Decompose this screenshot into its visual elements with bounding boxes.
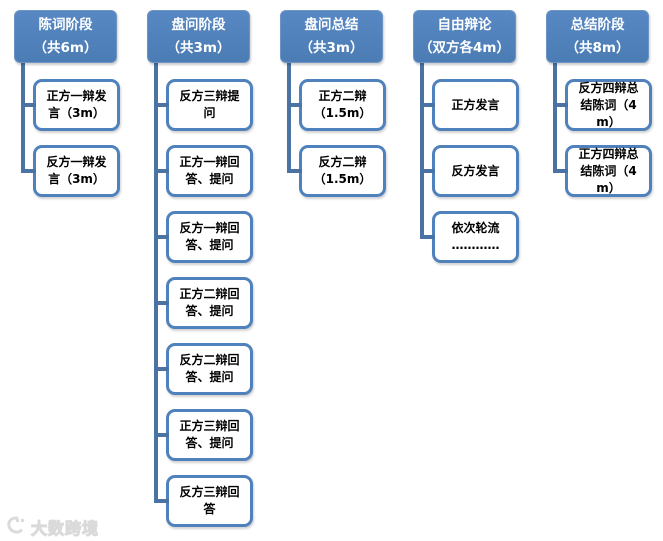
stage-title: 自由辩论 [437, 16, 492, 33]
connector-line [154, 63, 158, 503]
step-label: 反方二辩回答、提问 [179, 353, 240, 384]
step-box: 反方二辩回答、提问 [154, 343, 253, 395]
step-box: 正方发言 [420, 79, 519, 131]
connector-line [553, 63, 557, 173]
stage-header-box: 总结阶段 （共8m） [546, 10, 649, 63]
stage-header-box: 自由辩论 （双方各4m） [413, 10, 516, 63]
step-label: 正方三辩回答、提问 [179, 419, 240, 450]
step-box: 正方三辩回答、提问 [154, 409, 253, 461]
step-box: 反方二辩 （1.5m） [287, 145, 386, 197]
step-label: 正方二辩 （1.5m） [313, 89, 372, 120]
watermark: 大数跨境 [4, 515, 99, 539]
step-label: 反方一辩发言（3m） [46, 155, 107, 186]
step-label: 正方四辩总结陈词（4m） [578, 146, 639, 195]
step-label: 依次轮流 ………… [451, 221, 500, 252]
stage-header-box: 盘问总结 （共3m） [280, 10, 383, 63]
step-label: 反方四辩总结陈词（4m） [578, 80, 639, 129]
step-label: 反方一辩回答、提问 [179, 221, 240, 252]
stage-duration: （共3m） [299, 39, 364, 56]
watermark-text: 大数跨境 [30, 518, 100, 538]
connector-line [21, 63, 25, 173]
stage-column-summary: 总结阶段 （共8m） 反方四辩总结陈词（4m） 正方四辩总结陈词（4m） [546, 10, 654, 530]
step-box: 反方一辩回答、提问 [154, 211, 253, 263]
step-label: 反方发言 [451, 163, 500, 178]
step-label: 反方三辩提问 [179, 89, 240, 120]
stage-header-box: 盘问阶段 （共3m） [147, 10, 250, 63]
stage-column-statement: 陈词阶段 （共6m） 正方一辩发言（3m） 反方一辩发言（3m） [14, 10, 122, 530]
stage-title: 盘问总结 [304, 16, 359, 33]
connector-line [287, 63, 291, 173]
connector-line [420, 63, 424, 239]
stage-title: 陈词阶段 [38, 16, 93, 33]
step-box: 正方一辩发言（3m） [21, 79, 120, 131]
step-box: 反方一辩发言（3m） [21, 145, 120, 197]
step-box: 正方二辩回答、提问 [154, 277, 253, 329]
step-label: 反方三辩回答 [179, 485, 240, 516]
step-box: 反方三辩回答 [154, 475, 253, 527]
step-label: 反方二辩 （1.5m） [313, 155, 372, 186]
step-label: 正方二辩回答、提问 [179, 287, 240, 318]
stage-title: 盘问阶段 [171, 16, 226, 33]
step-box: 依次轮流 ………… [420, 211, 519, 263]
stage-header-box: 陈词阶段 （共6m） [14, 10, 117, 63]
step-box: 反方四辩总结陈词（4m） [553, 79, 652, 131]
step-label: 正方发言 [451, 97, 500, 112]
stage-column-questioning: 盘问阶段 （共3m） 反方三辩提问 正方一辩回答、提问 反方一辩回答、提问 正方… [147, 10, 255, 530]
step-box: 反方三辩提问 [154, 79, 253, 131]
step-label: 正方一辩发言（3m） [46, 89, 107, 120]
step-box: 正方二辩 （1.5m） [287, 79, 386, 131]
stage-duration: （共6m） [33, 39, 98, 56]
stage-column-free-debate: 自由辩论 （双方各4m） 正方发言 反方发言 依次轮流 ………… [413, 10, 521, 530]
step-box: 正方一辩回答、提问 [154, 145, 253, 197]
stage-column-question-summary: 盘问总结 （共3m） 正方二辩 （1.5m） 反方二辩 （1.5m） [280, 10, 388, 530]
step-box: 反方发言 [420, 145, 519, 197]
watermark-logo-icon [4, 515, 28, 539]
stage-duration: （共3m） [166, 39, 231, 56]
step-label: 正方一辩回答、提问 [179, 155, 240, 186]
step-box: 正方四辩总结陈词（4m） [553, 145, 652, 197]
stage-duration: （共8m） [565, 39, 630, 56]
stage-title: 总结阶段 [570, 16, 625, 33]
stage-duration: （双方各4m） [419, 39, 510, 56]
